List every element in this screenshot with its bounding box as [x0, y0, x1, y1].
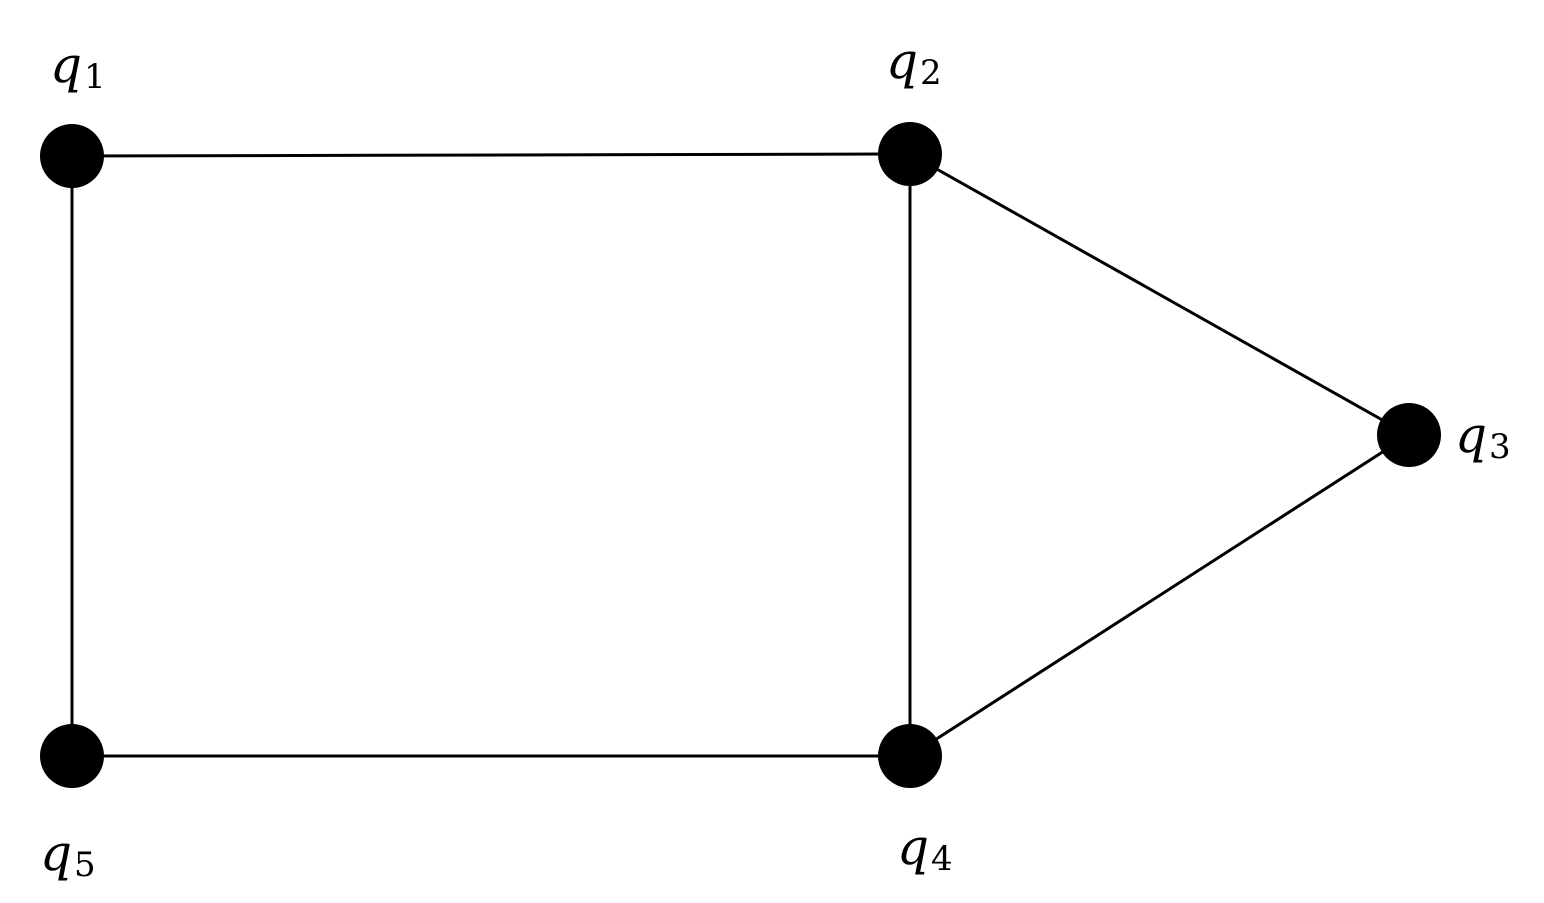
edges-layer	[70, 152, 1411, 758]
node-label-q3: q3	[1455, 406, 1511, 467]
edge-q1-q2	[70, 152, 912, 158]
nodes-layer	[40, 122, 1441, 788]
node-label-q4: q4	[897, 818, 953, 879]
node-q3	[1377, 403, 1441, 467]
node-q2	[878, 122, 942, 186]
node-label-subscript: 1	[84, 57, 106, 97]
node-label-q5: q5	[40, 824, 96, 885]
node-label-letter: q	[886, 32, 918, 90]
node-label-letter: q	[897, 818, 929, 876]
node-label-q2: q2	[886, 32, 942, 93]
node-q4	[878, 724, 942, 788]
edge-q2-q3	[908, 152, 1411, 437]
node-label-subscript: 5	[74, 845, 96, 885]
node-label-letter: q	[40, 824, 72, 882]
node-q5	[40, 724, 104, 788]
node-label-q1: q1	[50, 36, 106, 97]
node-label-subscript: 4	[931, 839, 953, 879]
edge-q3-q4	[908, 433, 1411, 758]
node-label-subscript: 3	[1489, 427, 1511, 467]
node-label-letter: q	[1455, 406, 1487, 464]
node-label-letter: q	[50, 36, 82, 94]
node-q1	[40, 124, 104, 188]
node-label-subscript: 2	[920, 53, 942, 93]
